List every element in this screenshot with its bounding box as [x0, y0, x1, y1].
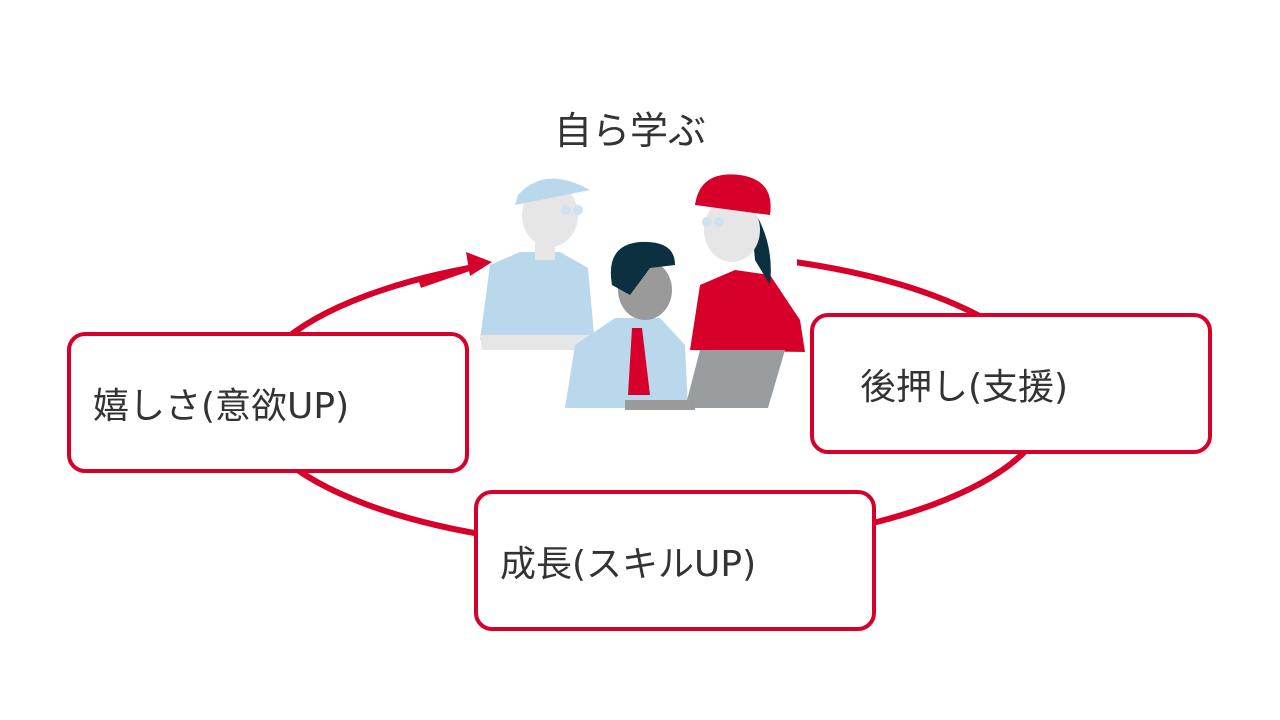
support-box: 後押し(支援) — [810, 313, 1212, 454]
motivation-box: 嬉しさ(意欲UP) — [67, 332, 469, 473]
people-illustration — [480, 174, 805, 410]
growth-label: 成長(スキルUP) — [500, 543, 757, 585]
growth-box: 成長(スキルUP) — [474, 490, 876, 631]
motivation-label: 嬉しさ(意欲UP) — [93, 385, 350, 427]
support-label: 後押し(支援) — [860, 366, 1069, 408]
page-title: 自ら学ぶ — [553, 109, 706, 153]
